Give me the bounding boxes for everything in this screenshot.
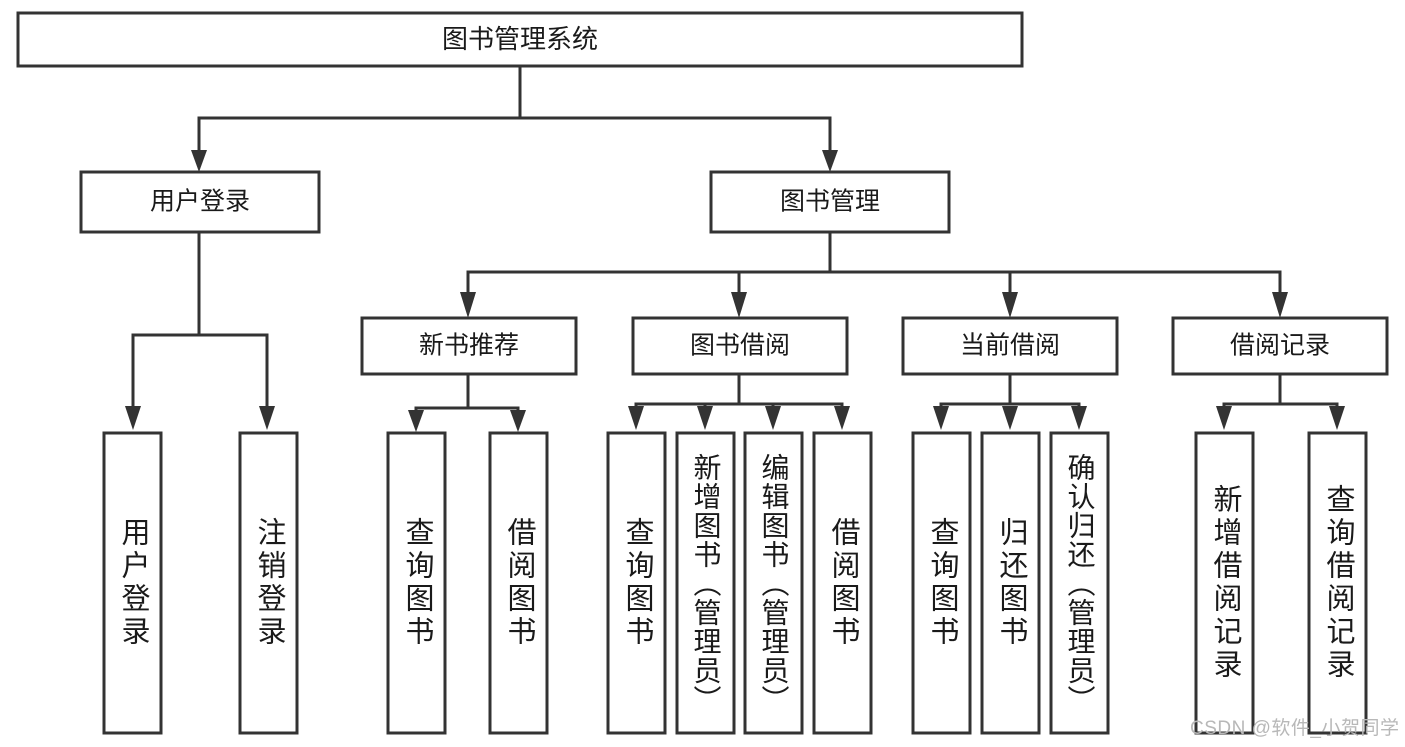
connector-newbook-to-leaves — [408, 372, 526, 432]
node-leaf-query-book-3[interactable] — [911, 431, 972, 735]
node-book-manage[interactable] — [709, 170, 951, 234]
node-leaf-query-record[interactable] — [1307, 431, 1368, 735]
connector-currentborrow-to-leaves — [933, 372, 1087, 430]
node-current-borrow[interactable] — [901, 316, 1119, 376]
node-user-login-label: 用户登录 — [150, 188, 250, 216]
node-new-book-recommend[interactable] — [360, 316, 578, 376]
node-leaf-query-book-1[interactable] — [386, 431, 447, 735]
node-leaf-return-book[interactable] — [980, 431, 1041, 735]
connector-bookmanage-to-level3 — [460, 230, 1288, 318]
node-leaf-edit-book[interactable] — [743, 431, 804, 735]
connector-root-to-level2 — [191, 64, 838, 172]
node-leaf-confirm-return[interactable] — [1049, 431, 1110, 735]
node-current-borrow-label: 当前借阅 — [960, 332, 1060, 360]
connector-borrowrecord-to-leaves — [1216, 372, 1345, 430]
node-leaf-user-login[interactable] — [102, 431, 163, 735]
node-leaf-add-record[interactable] — [1194, 431, 1255, 735]
node-leaf-query-book-2[interactable] — [606, 431, 667, 735]
node-book-borrow[interactable] — [631, 316, 849, 376]
node-borrow-record-label: 借阅记录 — [1230, 332, 1330, 360]
node-root-system-label: 图书管理系统 — [442, 24, 598, 54]
node-leaf-borrow-book-1[interactable] — [488, 431, 549, 735]
node-user-login[interactable] — [79, 170, 321, 234]
node-leaf-user-logout[interactable] — [238, 431, 299, 735]
node-leaf-borrow-book-2[interactable] — [812, 431, 873, 735]
node-borrow-record[interactable] — [1171, 316, 1389, 376]
node-book-borrow-label: 图书借阅 — [690, 332, 790, 360]
connector-bookborrow-to-leaves — [628, 372, 850, 430]
node-root-system[interactable] — [16, 11, 1024, 68]
node-leaf-add-book[interactable] — [675, 431, 736, 735]
node-new-book-recommend-label: 新书推荐 — [419, 332, 519, 360]
node-book-manage-label: 图书管理 — [780, 188, 880, 216]
csdn-watermark: CSDN @软件_小贺同学 — [1190, 718, 1400, 739]
connector-userlogin-to-leaves — [125, 230, 275, 430]
